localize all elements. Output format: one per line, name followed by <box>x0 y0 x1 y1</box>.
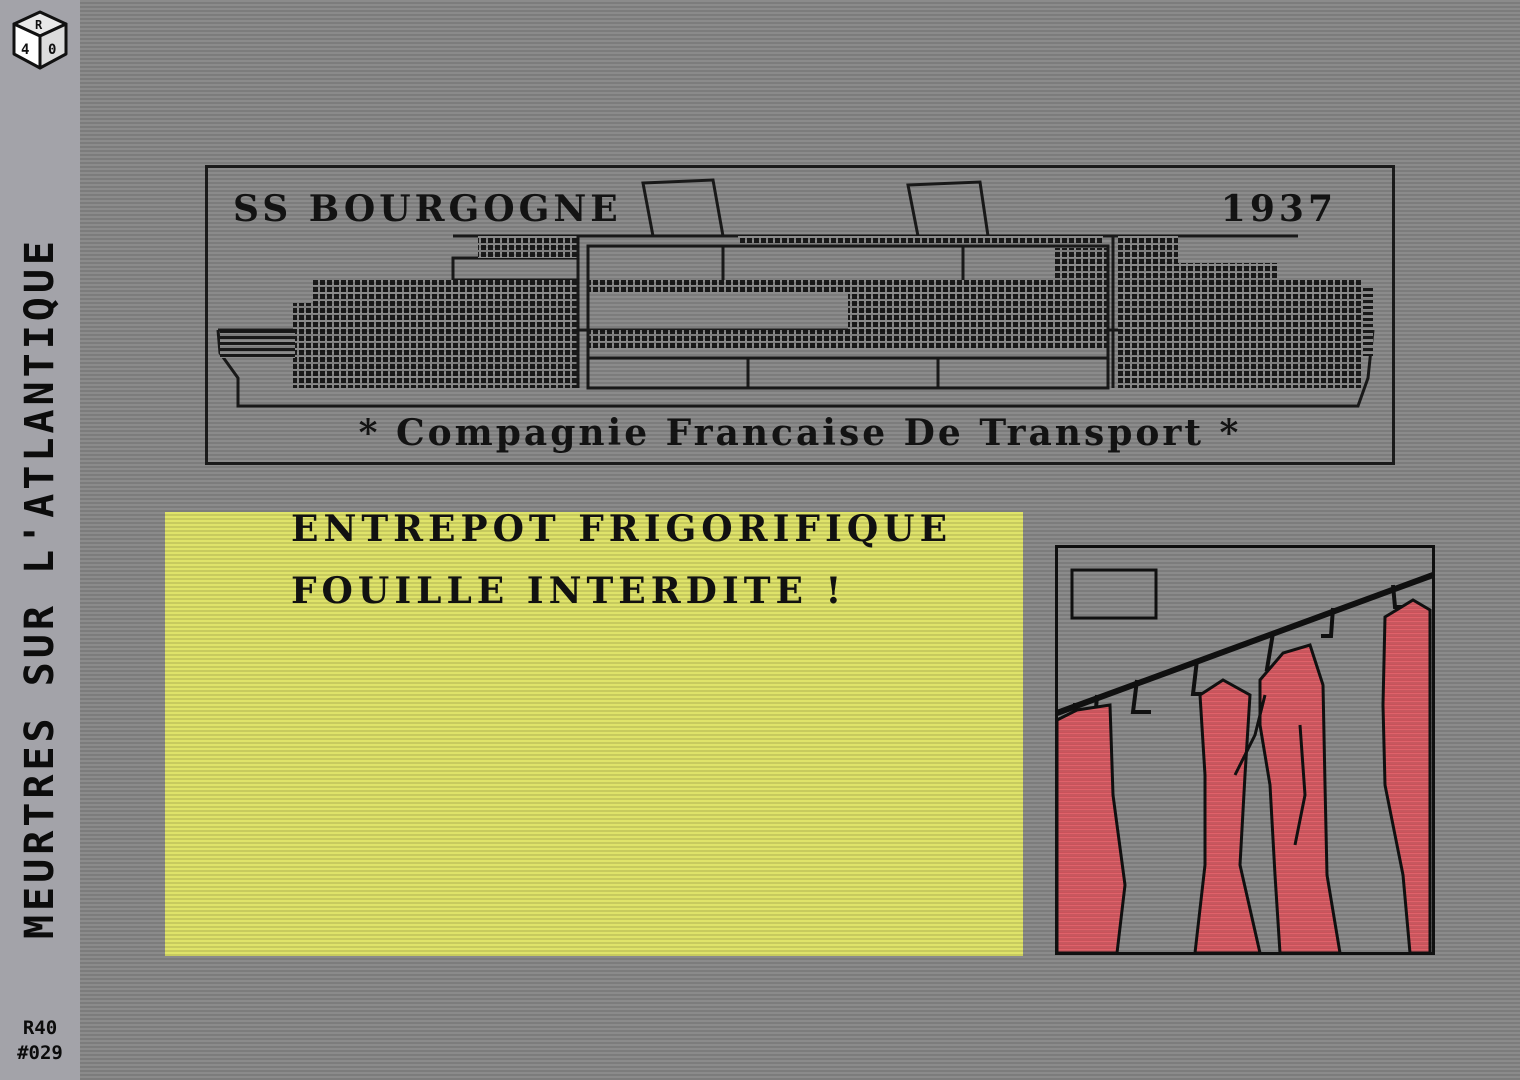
ship-name: SS BOURGOGNE <box>233 188 622 230</box>
wall-vent <box>1070 568 1158 620</box>
status-message: FOUILLE INTERDITE ! <box>291 570 847 612</box>
hanging-meat <box>1055 598 1432 955</box>
ship-banner: SS BOURGOGNE 1937 * Compagnie Francaise … <box>205 165 1395 465</box>
svg-text:4: 4 <box>21 42 29 58</box>
side-title: MEURTRES SUR L'ATLANTIQUE <box>17 236 63 940</box>
issue-id: R40 #029 <box>0 1016 80 1066</box>
message-panel: ENTREPOT FRIGORIFIQUE FOUILLE INTERDITE … <box>165 508 1023 956</box>
meat-rail <box>1055 572 1435 716</box>
issue-number: #029 <box>17 1042 63 1064</box>
location-title: ENTREPOT FRIGORIFIQUE <box>291 508 953 550</box>
cold-storage-scene <box>1055 545 1435 955</box>
company-name: * Compagnie Francaise De Transport * <box>358 412 1242 454</box>
dice-cube-icon: R 4 0 <box>12 10 68 70</box>
svg-text:R: R <box>35 18 43 32</box>
ship-illustration <box>216 178 1375 408</box>
ship-year: 1937 <box>1220 188 1337 230</box>
issue-series: R40 <box>22 1017 58 1039</box>
svg-text:0: 0 <box>48 42 56 58</box>
sidebar-banner: R 4 0 MEURTRES SUR L'ATLANTIQUE R40 #029 <box>0 0 80 1080</box>
